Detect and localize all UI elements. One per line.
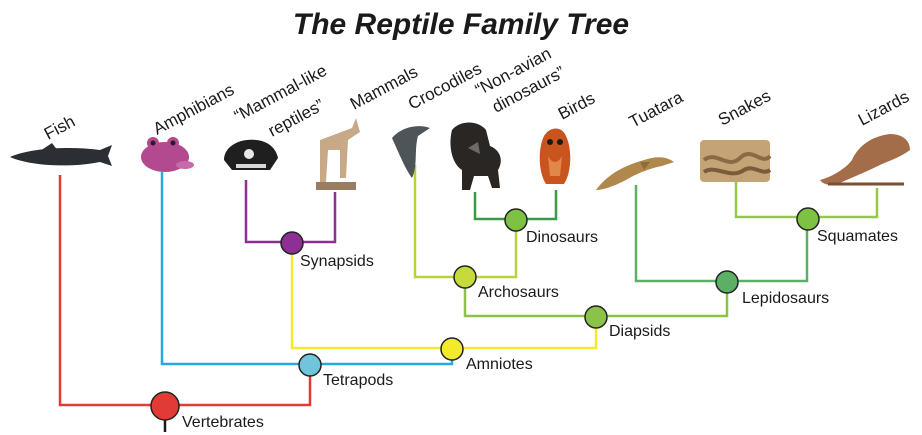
taxon-label-birds: Birds	[555, 89, 598, 124]
taxon-label-fish: Fish	[41, 112, 78, 144]
fish-image	[10, 143, 112, 166]
amphibian-image	[141, 137, 194, 172]
mammal-skeleton-image	[316, 118, 360, 190]
vertebrates-branches	[60, 175, 310, 432]
snakes-image	[700, 140, 770, 182]
dinosaurs-node	[505, 209, 527, 231]
clade-label-archosaurs: Archosaurs	[478, 284, 559, 301]
synapsids-node	[281, 232, 303, 254]
amniotes-node	[441, 338, 463, 360]
vertebrates-node	[151, 392, 179, 420]
taxon-label-amphibians: Amphibians	[150, 80, 237, 138]
clade-label-amniotes: Amniotes	[466, 356, 533, 373]
clade-label-lepidosaurs: Lepidosaurs	[742, 290, 829, 307]
diagram-title: The Reptile Family Tree	[293, 8, 629, 41]
diapsids-node	[585, 306, 607, 328]
clade-label-vertebrates: Vertebrates	[182, 414, 264, 431]
lepidosaurs-branches	[636, 185, 807, 281]
taxon-label-snakes: Snakes	[715, 86, 774, 129]
lepidosaurs-node	[716, 271, 738, 293]
clade-label-diapsids: Diapsids	[609, 323, 670, 340]
bird-owl-image	[540, 129, 571, 185]
taxon-label-lizards: Lizards	[855, 87, 912, 130]
taxon-label-tuatara: Tuatara	[626, 87, 687, 131]
archosaurs-node	[454, 266, 476, 288]
tetrapods-node	[299, 354, 321, 376]
clade-label-squamates: Squamates	[817, 228, 898, 245]
clade-label-tetrapods: Tetrapods	[323, 372, 393, 389]
clade-label-dinosaurs: Dinosaurs	[526, 229, 598, 246]
lizard-image	[820, 134, 910, 185]
mammal-like-reptile-skull-image	[224, 140, 278, 170]
non-avian-dinosaur-image	[450, 123, 500, 191]
squamates-node	[797, 208, 819, 230]
clade-label-synapsids: Synapsids	[300, 253, 374, 270]
crocodile-image	[392, 126, 430, 178]
